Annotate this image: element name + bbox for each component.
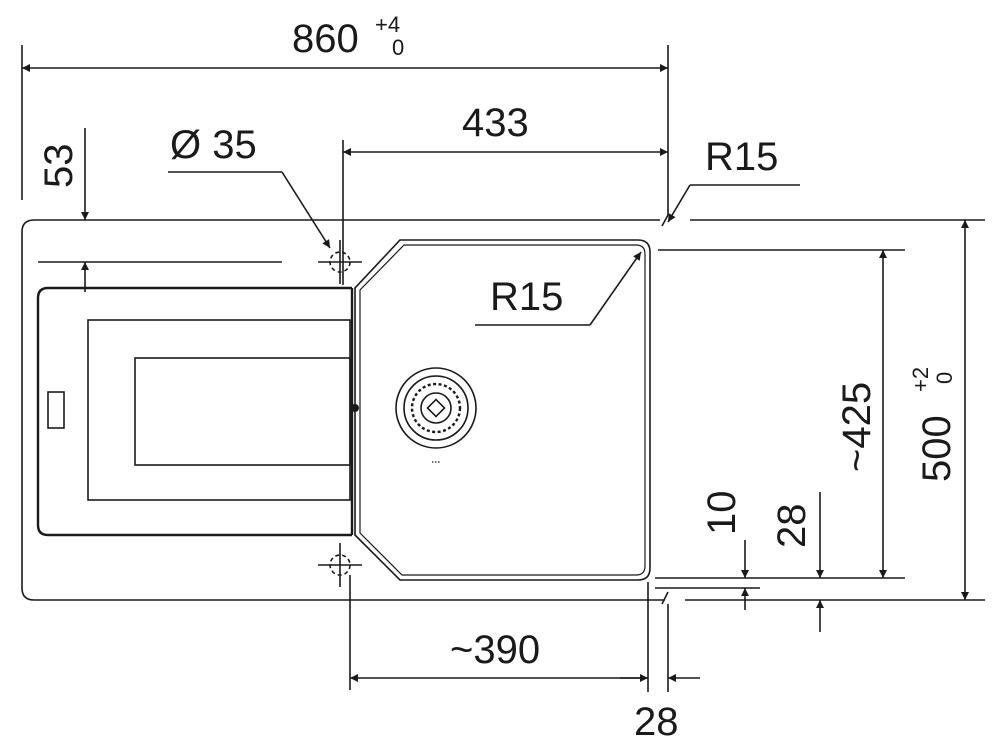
bowl-offset-dimension: 433 [342, 101, 668, 285]
drainboard [36, 286, 359, 537]
overall-depth-label: 500 [915, 415, 959, 482]
front-edge-28-dimension: 28 [770, 492, 824, 632]
outer-radius-label: R15 [705, 135, 778, 179]
bowl-radius-callout: R15 [475, 251, 642, 326]
overflow-slot [47, 391, 65, 429]
overall-depth-tol-lower: 0 [932, 372, 957, 384]
sink-outline [21, 214, 669, 605]
front-edge-28-label: 28 [770, 504, 814, 549]
overall-depth-tol-upper: +2 [908, 367, 933, 392]
overall-depth-dimension: 500 +2 0 [908, 220, 969, 600]
bowl-offset-label: 433 [462, 101, 529, 145]
side-edge-28-label: 28 [634, 700, 679, 744]
drain-strainer [395, 367, 477, 463]
outer-radius-callout: R15 [667, 135, 800, 223]
overall-width-tol-upper: +4 [375, 12, 400, 37]
tap-hole-marker-top [318, 240, 362, 284]
overall-width-label: 860 [292, 17, 359, 61]
bowl-depth-dimension: ~425 [835, 250, 887, 578]
tap-hole-offset-label: 53 [37, 144, 81, 189]
tap-hole-label: Ø 35 [170, 123, 257, 167]
bowl-depth-label: ~425 [835, 382, 879, 472]
overall-width-dimension: 860 +4 0 [21, 12, 669, 215]
tap-hole-callout: Ø 35 [168, 123, 331, 249]
side-edge-28-dimension: 28 [620, 582, 700, 744]
bowl-radius-label: R15 [490, 275, 563, 319]
sink-bowl [354, 239, 651, 581]
bowl-width-dimension: ~390 [349, 575, 648, 690]
overall-width-tol-lower: 0 [392, 35, 404, 60]
bowl-width-label: ~390 [450, 628, 540, 672]
front-edge-10-dimension: 10 [700, 491, 749, 610]
tap-hole-marker-bottom [318, 543, 362, 587]
front-edge-10-label: 10 [700, 491, 744, 536]
